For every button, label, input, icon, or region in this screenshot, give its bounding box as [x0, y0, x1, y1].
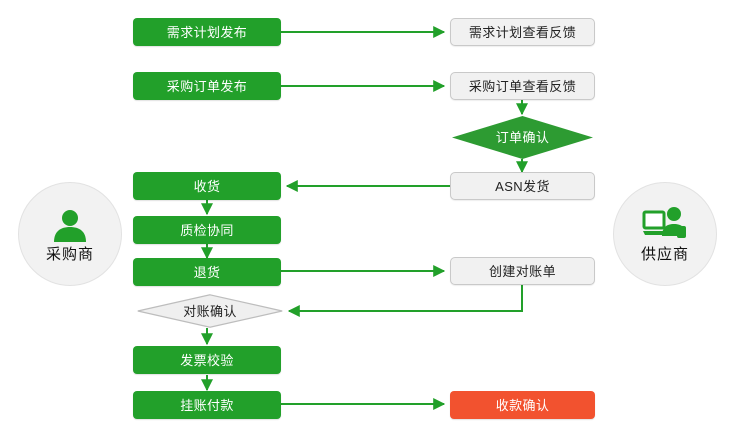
- person-computer-icon: [642, 206, 688, 246]
- actor-buyer-label: 采购商: [45, 246, 94, 263]
- edge-statement-to-reconcile: [287, 285, 523, 317]
- node-label: 收款确认: [495, 397, 550, 413]
- actor-supplier[interactable]: 供应商: [613, 182, 717, 286]
- node-label: ASN发货: [495, 178, 550, 194]
- diamond-shape: [452, 116, 593, 159]
- node-po-feedback[interactable]: 采购订单查看反馈: [450, 72, 595, 100]
- diamond-shape: [137, 294, 283, 328]
- node-label: 发票校验: [180, 352, 234, 368]
- node-label: 收货: [193, 178, 221, 194]
- node-po-publish[interactable]: 采购订单发布: [133, 72, 281, 100]
- node-payable-payment[interactable]: 挂账付款: [133, 391, 281, 419]
- node-quality-collab[interactable]: 质检协同: [133, 216, 281, 244]
- node-order-confirm[interactable]: 订单确认: [452, 116, 593, 159]
- node-demand-plan-feedback[interactable]: 需求计划查看反馈: [450, 18, 595, 46]
- node-label: 采购订单发布: [166, 78, 248, 94]
- node-label: 挂账付款: [180, 397, 234, 413]
- node-create-statement[interactable]: 创建对账单: [450, 257, 595, 285]
- actor-supplier-label: 供应商: [640, 246, 689, 263]
- node-invoice-verify[interactable]: 发票校验: [133, 346, 281, 374]
- node-receive-goods[interactable]: 收货: [133, 172, 281, 200]
- person-icon: [50, 206, 90, 246]
- node-label: 需求计划查看反馈: [468, 24, 577, 40]
- node-label: 订单确认: [495, 130, 550, 145]
- node-demand-plan-publish[interactable]: 需求计划发布: [133, 18, 281, 46]
- node-label: 对账确认: [183, 303, 237, 319]
- node-label: 创建对账单: [488, 263, 556, 279]
- node-label: 质检协同: [180, 222, 234, 238]
- node-label: 采购订单查看反馈: [468, 78, 577, 94]
- actor-buyer[interactable]: 采购商: [18, 182, 122, 286]
- node-label: 需求计划发布: [166, 24, 248, 40]
- node-return-goods[interactable]: 退货: [133, 258, 281, 286]
- node-asn-shipment[interactable]: ASN发货: [450, 172, 595, 200]
- node-reconcile-confirm[interactable]: 对账确认: [137, 294, 283, 328]
- node-label: 退货: [193, 264, 221, 280]
- node-receipt-confirm[interactable]: 收款确认: [450, 391, 595, 419]
